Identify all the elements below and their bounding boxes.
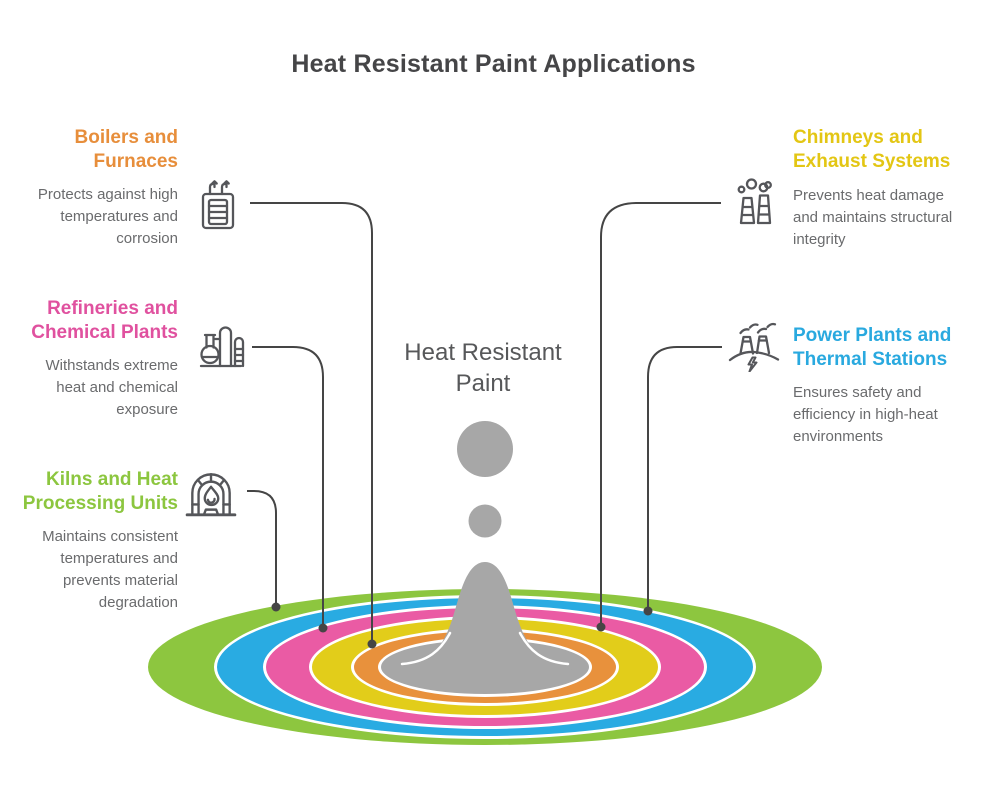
item-kilns-description: Maintains consistent temperatures and pr… xyxy=(42,528,178,611)
item-power-plants-description: Ensures safety and efficiency in high-he… xyxy=(793,384,938,445)
splash-droplet-small xyxy=(468,504,502,538)
refinery-icon xyxy=(194,320,246,370)
connector-boilers xyxy=(250,202,373,642)
item-power-plants-heading: Power Plants and Thermal Stations xyxy=(793,325,952,370)
item-kilns-heading: Kilns and Heat Processing Units xyxy=(22,469,178,514)
connector-refineries xyxy=(252,346,324,626)
connector-kilns xyxy=(247,490,277,605)
power-plant-icon xyxy=(727,320,781,372)
splash-droplet-large xyxy=(457,421,513,477)
dot-boilers xyxy=(367,639,377,649)
item-boilers-description: Protects against high temperatures and c… xyxy=(37,186,178,247)
dot-power-plants xyxy=(643,606,653,616)
item-refineries-heading: Refineries and Chemical Plants xyxy=(31,298,178,343)
page-title: Heat Resistant Paint Applications xyxy=(291,50,696,78)
dot-kilns xyxy=(271,602,281,612)
chimney-icon xyxy=(733,176,779,228)
item-refineries-description: Withstands extreme heat and chemical exp… xyxy=(45,357,178,418)
splash-rim-right xyxy=(518,631,570,666)
item-chimneys-description: Prevents heat damage and maintains struc… xyxy=(793,187,953,248)
connector-power-plants xyxy=(647,346,722,609)
splash-mound xyxy=(394,562,576,670)
kiln-icon xyxy=(183,465,239,519)
item-boilers-heading: Boilers and Furnaces xyxy=(74,127,178,172)
boiler-icon xyxy=(193,176,243,232)
dot-chimneys xyxy=(596,622,606,632)
splash-rim-left xyxy=(400,631,452,666)
connector-chimneys xyxy=(600,202,721,625)
dot-refineries xyxy=(318,623,328,633)
item-chimneys-heading: Chimneys and Exhaust Systems xyxy=(793,127,951,172)
center-label: Heat Resistant Paint xyxy=(404,339,562,397)
